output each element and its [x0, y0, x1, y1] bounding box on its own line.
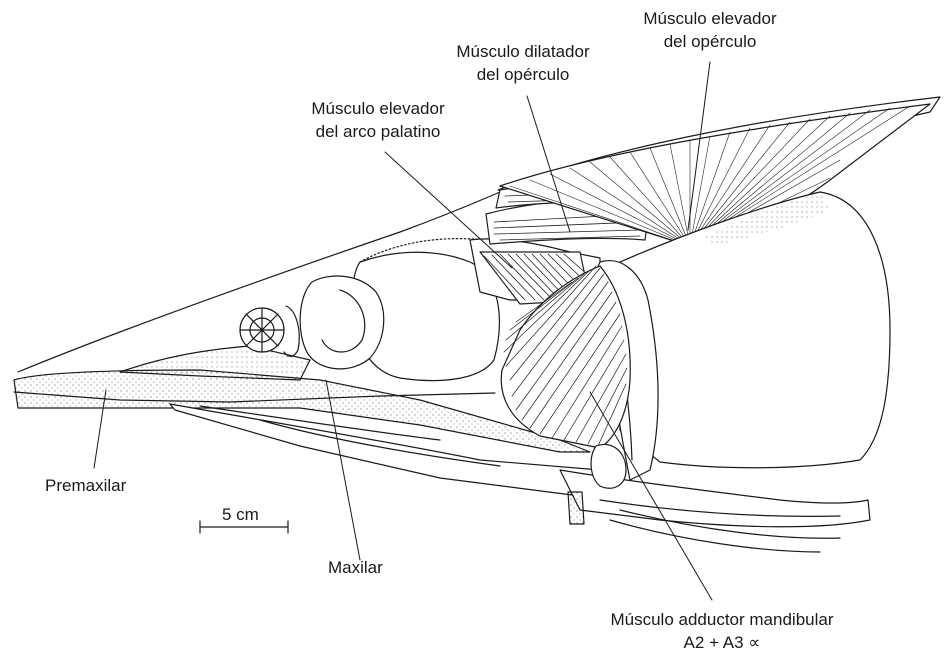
- stipple-patch-jaw: [568, 492, 584, 524]
- label-maxilar: Maxilar: [328, 556, 383, 579]
- label-dilatador-operculo: Músculo dilatador del opérculo: [423, 40, 623, 86]
- scale-bar-label: 5 cm: [222, 503, 259, 526]
- sclerotic-ring: [300, 276, 384, 369]
- label-elevador-arco: Músculo elevador del arco palatino: [278, 97, 478, 143]
- label-premaxilar: Premaxilar: [45, 474, 126, 497]
- label-elevador-operculo: Músculo elevador del opérculo: [610, 7, 810, 53]
- label-adductor-mandibular: Músculo adductor mandibular A2 + A3 ∝: [587, 608, 857, 654]
